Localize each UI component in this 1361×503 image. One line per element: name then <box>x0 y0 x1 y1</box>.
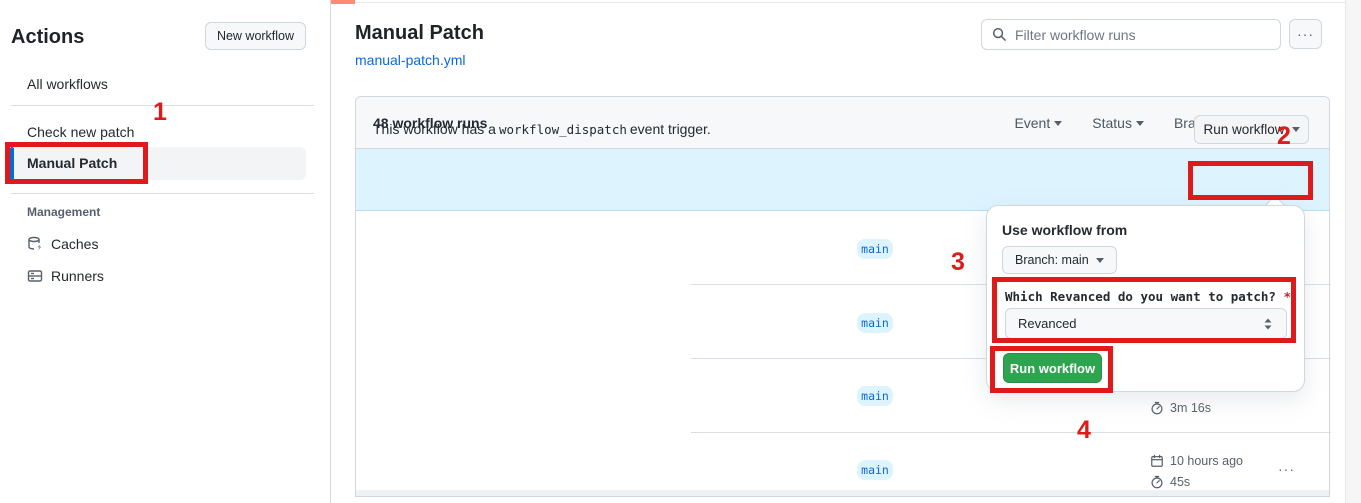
new-workflow-button[interactable]: New workflow <box>205 22 306 50</box>
select-updown-icon <box>1264 318 1272 329</box>
top-border <box>0 2 1361 3</box>
sidebar-divider <box>11 105 314 106</box>
stopwatch-icon <box>1151 475 1163 489</box>
run-workflow-dialog: Use workflow from Branch: main Which Rev… <box>986 205 1305 392</box>
chevron-down-icon <box>1054 120 1063 126</box>
sidebar-title: Actions <box>11 26 85 48</box>
branch-badge[interactable]: main <box>857 460 893 480</box>
runs-count: 48 workflow runs <box>373 115 488 131</box>
branch-selector-button[interactable]: Branch: main <box>1002 246 1117 274</box>
row-divider <box>691 432 1331 433</box>
filter-status[interactable]: Status <box>1092 115 1144 131</box>
sidebar-selected-background <box>10 147 306 180</box>
sidebar-item-label: Caches <box>51 236 99 252</box>
filter-runs-search[interactable] <box>981 19 1281 50</box>
dialog-title: Use workflow from <box>1002 222 1128 238</box>
management-section-label: Management <box>27 205 101 219</box>
run-timestamp: 10 hours ago <box>1150 454 1243 468</box>
workflow-file-link[interactable]: manual-patch.yml <box>355 52 466 68</box>
run-workflow-submit-button[interactable]: Run workflow <box>1003 353 1102 383</box>
run-duration: 45s <box>1150 475 1190 489</box>
sidebar-item-check-new-patch[interactable]: Check new patch <box>27 124 135 140</box>
table-footer-strip <box>356 490 1329 496</box>
page-title: Manual Patch <box>355 22 484 44</box>
required-marker: * <box>1283 289 1291 304</box>
cache-database-icon <box>28 236 42 251</box>
chevron-down-icon <box>1291 127 1300 132</box>
sidebar-item-caches[interactable]: Caches <box>27 236 98 252</box>
branch-badge[interactable]: main <box>857 313 893 333</box>
branch-badge[interactable]: main <box>857 386 893 406</box>
search-input[interactable] <box>1015 26 1270 43</box>
run-duration: 3m 16s <box>1150 401 1211 415</box>
code-workflow-dispatch: workflow_dispatch <box>498 122 627 137</box>
sidebar-item-all-workflows[interactable]: All workflows <box>27 76 108 92</box>
runners-icon <box>27 270 43 282</box>
branch-badge[interactable]: main <box>857 239 893 259</box>
search-icon <box>992 27 1006 41</box>
run-options-button[interactable]: ··· <box>1278 461 1295 477</box>
filter-event[interactable]: Event <box>1014 115 1063 131</box>
chevron-down-icon <box>1095 257 1104 263</box>
chevron-down-icon <box>1135 120 1144 126</box>
actions-sidebar: Actions New workflow All workflows Check… <box>0 0 330 503</box>
sidebar-item-manual-patch[interactable]: Manual Patch <box>27 155 118 171</box>
sidebar-main-divider <box>330 0 331 503</box>
stopwatch-icon <box>1151 401 1163 415</box>
sidebar-divider <box>11 193 314 194</box>
scrollbar-track[interactable] <box>1345 0 1361 503</box>
workflow-dispatch-banner <box>356 149 1329 211</box>
workflow-input-label: Which Revanced do you want to patch? * <box>1005 289 1291 304</box>
calendar-icon <box>1151 454 1163 467</box>
more-options-button[interactable]: ··· <box>1289 19 1322 49</box>
sidebar-selected-accent <box>10 147 14 180</box>
revanced-select[interactable]: Revanced <box>1005 308 1287 339</box>
sidebar-item-runners[interactable]: Runners <box>27 268 104 284</box>
sidebar-item-label: Runners <box>51 268 104 284</box>
run-workflow-dropdown-button[interactable]: Run workflow <box>1194 115 1309 144</box>
runs-table-header <box>356 97 1329 149</box>
